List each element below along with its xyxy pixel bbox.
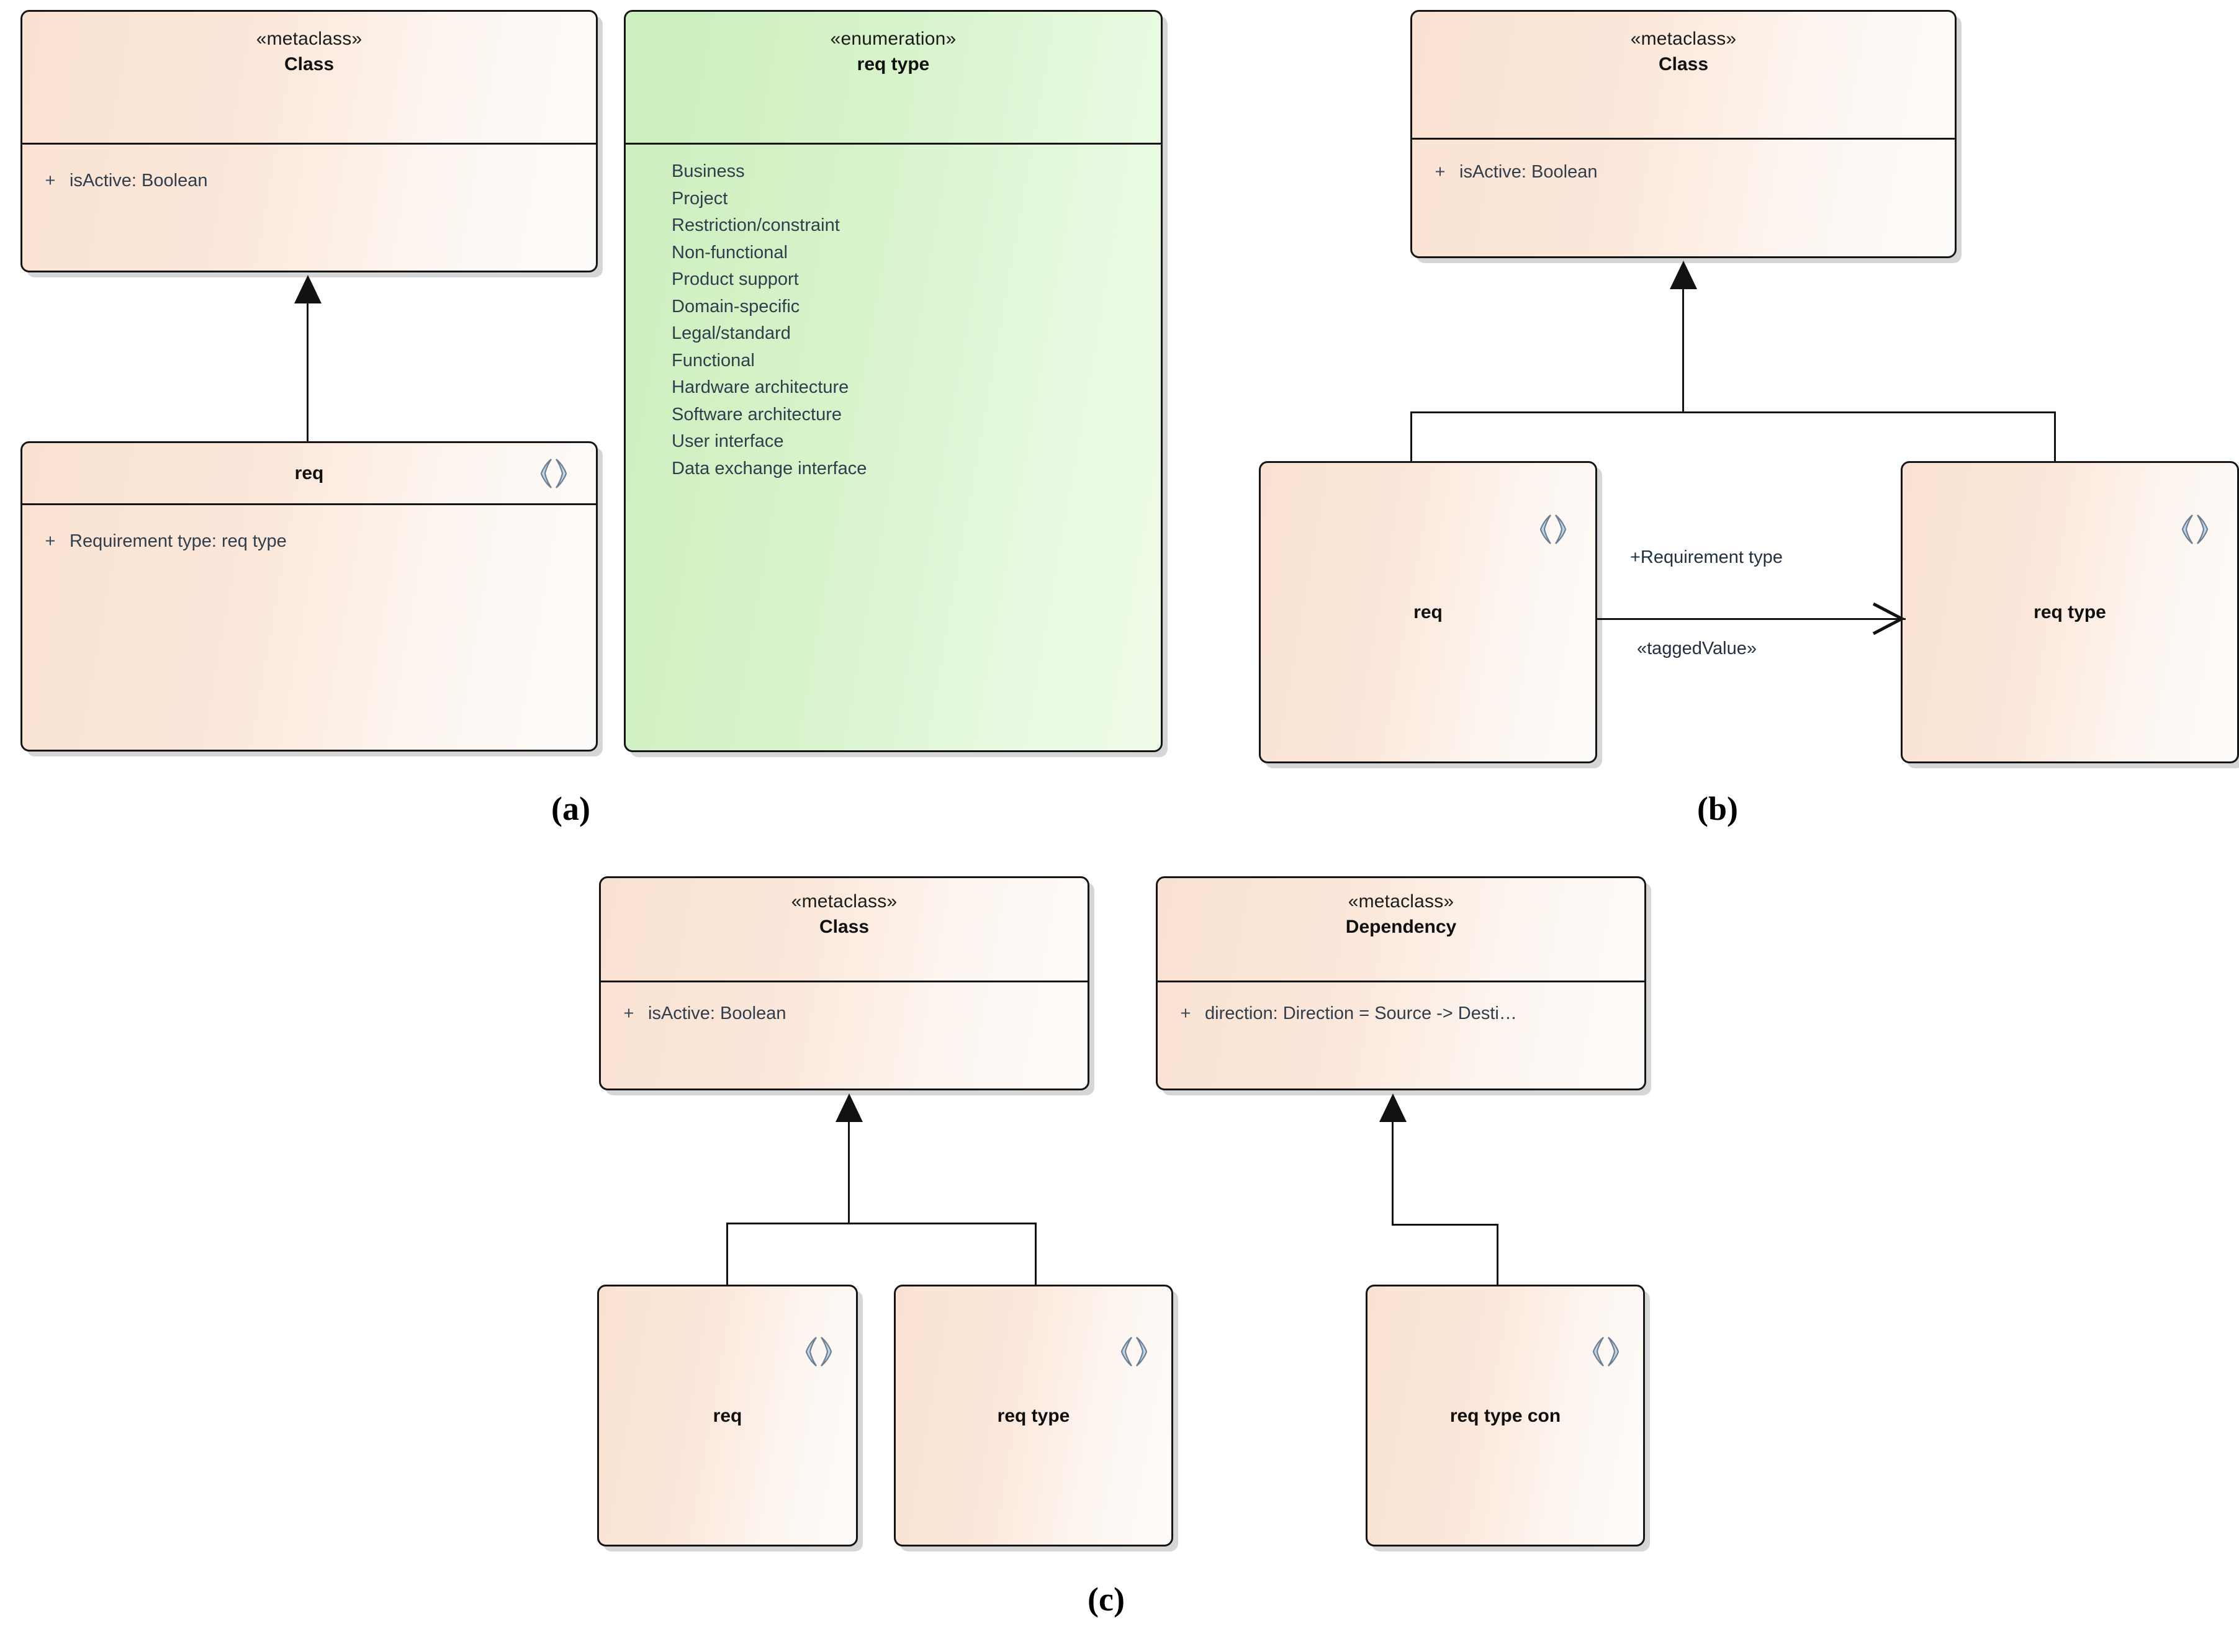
stereotype-guillemet-icon (1592, 1337, 1620, 1367)
class-name-label: Class (1658, 54, 1709, 75)
panel-c-req-box[interactable]: req (597, 1285, 858, 1547)
stereotype-label: «metaclass» (1348, 891, 1454, 912)
panel-a-generalization-line (307, 290, 309, 442)
attribute-visibility: + (623, 1003, 634, 1023)
req-type-header: req type (1903, 463, 2237, 761)
list-item: Non-functional (672, 242, 788, 263)
class-name-label: req (294, 463, 324, 483)
panel-c-req-type-con-box[interactable]: req type con (1366, 1285, 1645, 1547)
stereotype-guillemet-icon (2181, 514, 2209, 544)
panel-c-req-type-box[interactable]: req type (894, 1285, 1173, 1547)
attribute-text: direction: Direction = Source -> Desti… (1205, 1003, 1517, 1023)
stereotype-label: «metaclass» (791, 891, 898, 912)
attribute-text: isActive: Boolean (648, 1003, 786, 1023)
panel-b-metaclass-class-box[interactable]: «metaclass» Class + isActive: Boolean (1410, 10, 1957, 258)
stereotype-guillemet-icon (1539, 514, 1567, 544)
panel-c-right-generalization-crossbar (1392, 1224, 1498, 1226)
attribute-text: isActive: Boolean (70, 171, 208, 191)
list-item: Product support (672, 269, 799, 289)
req-header: req (1261, 463, 1595, 761)
panel-c-left-generalization-crossbar (726, 1223, 1037, 1224)
class-name-label: req type (997, 1405, 1070, 1426)
panel-c-left-generalization-trunk (848, 1110, 850, 1224)
panel-b-generalization-trunk (1682, 277, 1684, 413)
attribute-visibility: + (1180, 1003, 1191, 1023)
class-attribute-compartment: + isActive: Boolean (1412, 140, 1955, 184)
dependency-attribute-compartment: + direction: Direction = Source -> Desti… (1158, 982, 1644, 1026)
panel-b-association-line (1595, 618, 1906, 620)
stereotype-label: «enumeration» (830, 29, 957, 49)
panel-a-generalization-arrowhead (294, 275, 322, 303)
req-type-header: req type (896, 1286, 1171, 1545)
panel-c-left-generalization-branch-right (1035, 1223, 1037, 1292)
class-name-label: req (1413, 602, 1443, 622)
class-name-label: req type (2034, 602, 2106, 622)
attribute-text: isActive: Boolean (1459, 162, 1598, 182)
stereotype-guillemet-icon (805, 1337, 832, 1367)
subfigure-caption-c: (c) (1088, 1581, 1125, 1618)
attribute-visibility: + (45, 171, 56, 191)
stereotype-guillemet-icon (1120, 1337, 1148, 1367)
panel-b-req-box[interactable]: req (1259, 461, 1597, 763)
panel-c-metaclass-dependency-box[interactable]: «metaclass» Dependency + direction: Dire… (1156, 876, 1646, 1090)
list-item: Business (672, 161, 745, 181)
list-item: Hardware architecture (672, 377, 849, 397)
attribute-row: + direction: Direction = Source -> Desti… (1158, 1001, 1644, 1026)
enumeration-name-label: req type (857, 54, 930, 75)
panel-b-req-type-box[interactable]: req type (1901, 461, 2239, 763)
req-header: req (22, 443, 596, 505)
panel-c-left-generalization-branch-left (726, 1223, 728, 1292)
class-name-label: req (713, 1405, 742, 1426)
attribute-visibility: + (45, 531, 56, 551)
class-header: «metaclass» Class (22, 12, 596, 145)
class-name-label: Class (284, 54, 335, 75)
attribute-row: + isActive: Boolean (601, 1001, 1088, 1026)
panel-b-generalization-crossbar (1410, 411, 2056, 413)
panel-a-metaclass-class-box[interactable]: «metaclass» Class + isActive: Boolean (20, 10, 598, 272)
dependency-header: «metaclass» Dependency (1158, 878, 1644, 982)
list-item: Data exchange interface (672, 458, 867, 478)
panel-c-right-generalization-branch (1497, 1224, 1498, 1292)
class-name-label: Class (819, 917, 870, 938)
attribute-row: + isActive: Boolean (1412, 159, 1955, 184)
attribute-visibility: + (1435, 162, 1446, 182)
class-header: «metaclass» Class (601, 878, 1088, 982)
class-attribute-compartment: + isActive: Boolean (601, 982, 1088, 1026)
panel-c-right-generalization-trunk (1392, 1110, 1394, 1225)
attribute-text: Requirement type: req type (70, 531, 287, 551)
panel-b-association-stereotype-label: «taggedValue» (1637, 639, 1757, 658)
req-header: req (599, 1286, 856, 1545)
class-name-label: Dependency (1345, 917, 1457, 938)
panel-b-association-role-label: +Requirement type (1630, 547, 1783, 567)
subfigure-caption-b: (b) (1697, 790, 1738, 827)
stereotype-guillemet-icon (540, 458, 567, 488)
enumeration-header: «enumeration» req type (626, 12, 1161, 145)
list-item: Legal/standard (672, 323, 791, 343)
list-item: Project (672, 188, 728, 209)
req-type-con-header: req type con (1367, 1286, 1643, 1545)
stereotype-label: «metaclass» (1630, 29, 1737, 49)
list-item: User interface (672, 431, 784, 451)
class-header: «metaclass» Class (1412, 12, 1955, 140)
subfigure-caption-a: (a) (551, 790, 590, 827)
panel-b-generalization-branch-right (2054, 411, 2056, 480)
panel-a-req-box[interactable]: req + Requirement type: req type (20, 441, 598, 752)
stereotype-label: «metaclass» (256, 29, 363, 49)
list-item: Restriction/constraint (672, 215, 840, 235)
panel-b-generalization-branch-left (1410, 411, 1412, 480)
req-attribute-compartment: + Requirement type: req type (22, 505, 596, 554)
panel-c-metaclass-class-box[interactable]: «metaclass» Class + isActive: Boolean (599, 876, 1089, 1090)
list-item: Software architecture (672, 404, 842, 424)
attribute-row: + isActive: Boolean (22, 168, 596, 193)
panel-b-association-arrowhead (1872, 602, 1904, 635)
list-item: Functional (672, 350, 755, 370)
enumeration-literal-list: Business Project Restriction/constraint … (626, 145, 1161, 482)
class-attribute-compartment: + isActive: Boolean (22, 145, 596, 193)
list-item: Domain-specific (672, 296, 800, 316)
panel-a-enumeration-box[interactable]: «enumeration» req type Business Project … (624, 10, 1163, 752)
attribute-row: + Requirement type: req type (22, 529, 596, 554)
class-name-label: req type con (1449, 1405, 1561, 1426)
